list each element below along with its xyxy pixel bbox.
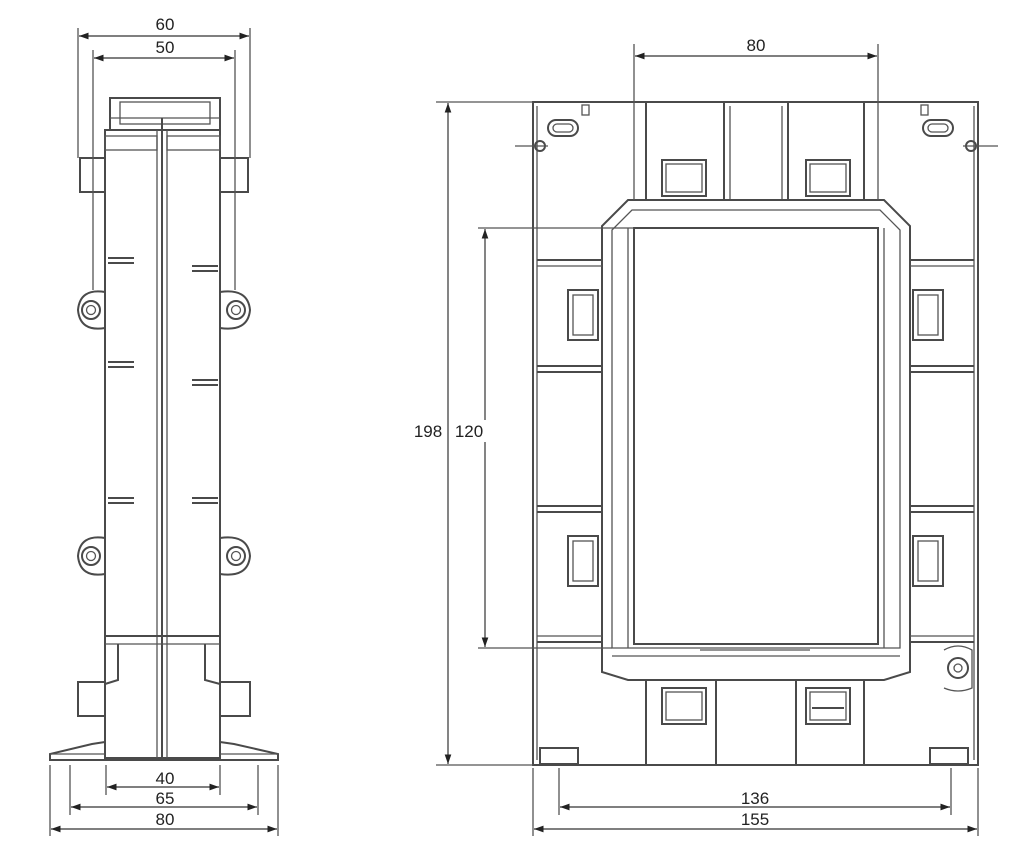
mounting-lug (76, 290, 106, 330)
dim-side-60: 60 (156, 15, 175, 34)
dim-front-198: 198 (414, 422, 442, 441)
dim-side-40: 40 (156, 769, 175, 788)
mounting-lug (76, 536, 106, 576)
dim-front-80: 80 (747, 36, 766, 55)
mounting-lug (219, 536, 252, 576)
dim-side-80: 80 (156, 810, 175, 829)
dim-front-136: 136 (741, 789, 769, 808)
side-dimensions (49, 28, 279, 836)
mounting-lug (219, 290, 252, 330)
dim-front-120: 120 (455, 422, 483, 441)
dim-side-65: 65 (156, 789, 175, 808)
front-view (515, 101, 998, 766)
dim-side-50: 50 (156, 38, 175, 57)
dim-front-155: 155 (741, 810, 769, 829)
side-view (49, 97, 279, 761)
